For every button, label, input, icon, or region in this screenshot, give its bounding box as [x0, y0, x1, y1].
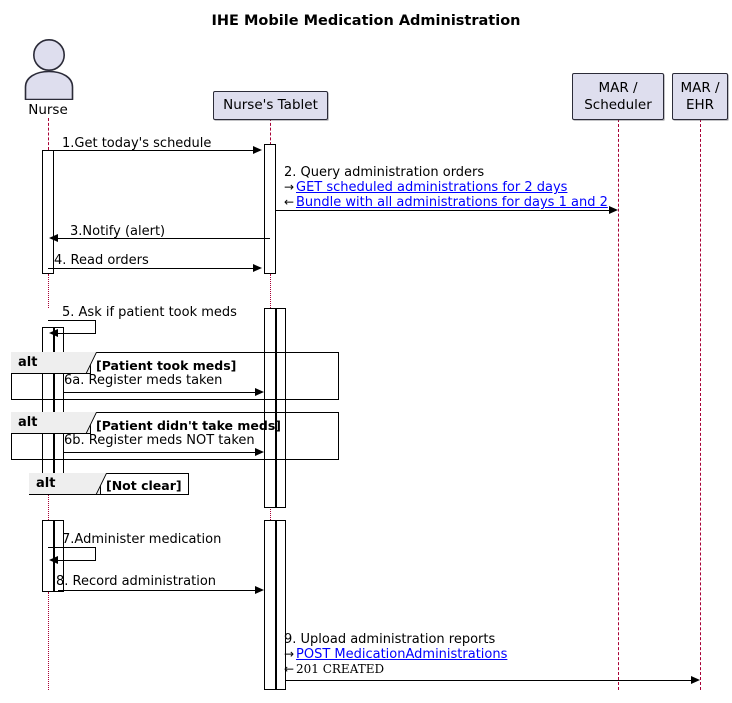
message-line-5-side [95, 320, 96, 333]
message-label-4: 4. Read orders [54, 253, 149, 268]
message-label-2-line1: 2. Query administration orders [284, 165, 485, 180]
activation-tablet-3b [276, 520, 286, 690]
fragment-alt-3-tab: alt [29, 473, 107, 495]
message-arrowhead-6b [255, 447, 264, 456]
response-arrow-icon: ← [284, 195, 295, 209]
message-label-2: 2. Query administration orders →GET sche… [284, 165, 608, 210]
message-label-9-response: ←201 CREATED [284, 662, 507, 677]
response-arrow-icon: ← [284, 662, 295, 676]
message-line-5-bottom [58, 333, 96, 334]
message-line-1 [48, 150, 260, 151]
activation-nurse-1 [42, 150, 54, 274]
message-label-6b: 6b. Register meds NOT taken [64, 433, 255, 448]
activation-tablet-2b [276, 308, 286, 508]
fragment-alt-2 [11, 412, 339, 460]
participant-label-scheduler-line2: Scheduler [584, 96, 652, 113]
message-label-2-response: ←Bundle with all administrations for day… [284, 195, 608, 210]
lifeline-scheduler [618, 119, 619, 690]
message-arrowhead-8 [255, 585, 264, 594]
participant-label-tablet: Nurse's Tablet [223, 97, 318, 113]
lifeline-nurse-seg4 [48, 592, 49, 690]
message-label-8: 8. Record administration [56, 574, 217, 589]
lifeline-ehr [700, 119, 701, 690]
message-arrowhead-5 [49, 328, 58, 337]
fragment-alt-1 [11, 352, 339, 400]
message-line-8 [58, 590, 262, 591]
message-line-3 [58, 238, 270, 239]
participant-label-ehr-line1: MAR / [680, 79, 720, 96]
message-label-2-response-text[interactable]: Bundle with all administrations for days… [296, 195, 608, 210]
message-line-9 [286, 680, 692, 681]
request-arrow-icon: → [284, 647, 295, 661]
message-label-6a: 6a. Register meds taken [64, 373, 223, 388]
participant-box-tablet[interactable]: Nurse's Tablet [213, 91, 328, 120]
message-line-4 [48, 268, 260, 269]
fragment-alt-3-operator: alt [36, 476, 56, 491]
actor-nurse-label: Nurse [28, 102, 68, 118]
fragment-alt-1-tab: alt [11, 352, 97, 374]
request-arrow-icon: → [284, 180, 295, 194]
message-label-9-request: →POST MedicationAdministrations [284, 647, 507, 662]
activation-tablet-2 [264, 308, 276, 508]
lifeline-tablet-seg1 [270, 118, 271, 150]
actor-icon [24, 39, 74, 101]
message-label-2-request: →GET scheduled administrations for 2 day… [284, 180, 608, 195]
fragment-alt-2-tab: alt [11, 412, 97, 434]
message-label-1: 1.Get today's schedule [62, 136, 212, 151]
message-arrowhead-2 [609, 205, 618, 214]
lifeline-nurse-seg3 [48, 470, 49, 520]
page-title: IHE Mobile Medication Administration [211, 13, 521, 29]
message-label-9-request-text[interactable]: POST MedicationAdministrations [296, 647, 508, 662]
message-line-7-bottom [58, 560, 96, 561]
lifeline-tablet-seg2 [270, 274, 271, 308]
actor-nurse [21, 38, 77, 101]
message-line-5-top [48, 320, 96, 321]
message-arrowhead-6a [255, 387, 264, 396]
message-arrowhead-4 [253, 263, 262, 272]
message-arrowhead-9 [691, 675, 700, 684]
message-line-6b [64, 452, 262, 453]
message-label-9: 9. Upload administration reports →POST M… [284, 632, 507, 677]
message-label-5: 5. Ask if patient took meds [62, 305, 237, 320]
participant-box-ehr[interactable]: MAR / EHR [672, 73, 728, 120]
message-label-9-line1: 9. Upload administration reports [284, 632, 496, 647]
participant-box-scheduler[interactable]: MAR / Scheduler [572, 73, 664, 120]
fragment-alt-3-condition: [Not clear] [106, 478, 182, 493]
participant-label-ehr-line2: EHR [685, 96, 715, 113]
message-label-3: 3.Notify (alert) [70, 224, 166, 239]
activation-tablet-3 [264, 520, 276, 690]
activation-nurse-2 [42, 327, 54, 487]
message-line-6a [64, 392, 262, 393]
message-label-7: 7.Administer medication [62, 532, 222, 547]
message-arrowhead-3 [49, 233, 58, 242]
lifeline-nurse-seg1 [48, 118, 49, 150]
lifeline-nurse-seg2 [48, 274, 49, 308]
message-line-7-side [95, 547, 96, 560]
fragment-alt-2-operator: alt [18, 415, 38, 430]
message-line-2 [276, 210, 610, 211]
message-label-9-response-text: 201 CREATED [296, 662, 385, 676]
message-line-7-top [48, 547, 96, 548]
participant-label-scheduler-line1: MAR / [598, 79, 638, 96]
fragment-alt-1-condition: [Patient took meds] [96, 358, 237, 373]
activation-nurse-2b [54, 327, 64, 487]
activation-tablet-1 [264, 144, 276, 274]
message-arrowhead-7 [49, 555, 58, 564]
message-label-2-request-text[interactable]: GET scheduled administrations for 2 days [296, 180, 568, 195]
message-arrowhead-1 [253, 145, 262, 154]
fragment-alt-1-operator: alt [18, 355, 38, 370]
fragment-alt-2-condition: [Patient didn't take meds] [96, 418, 281, 433]
